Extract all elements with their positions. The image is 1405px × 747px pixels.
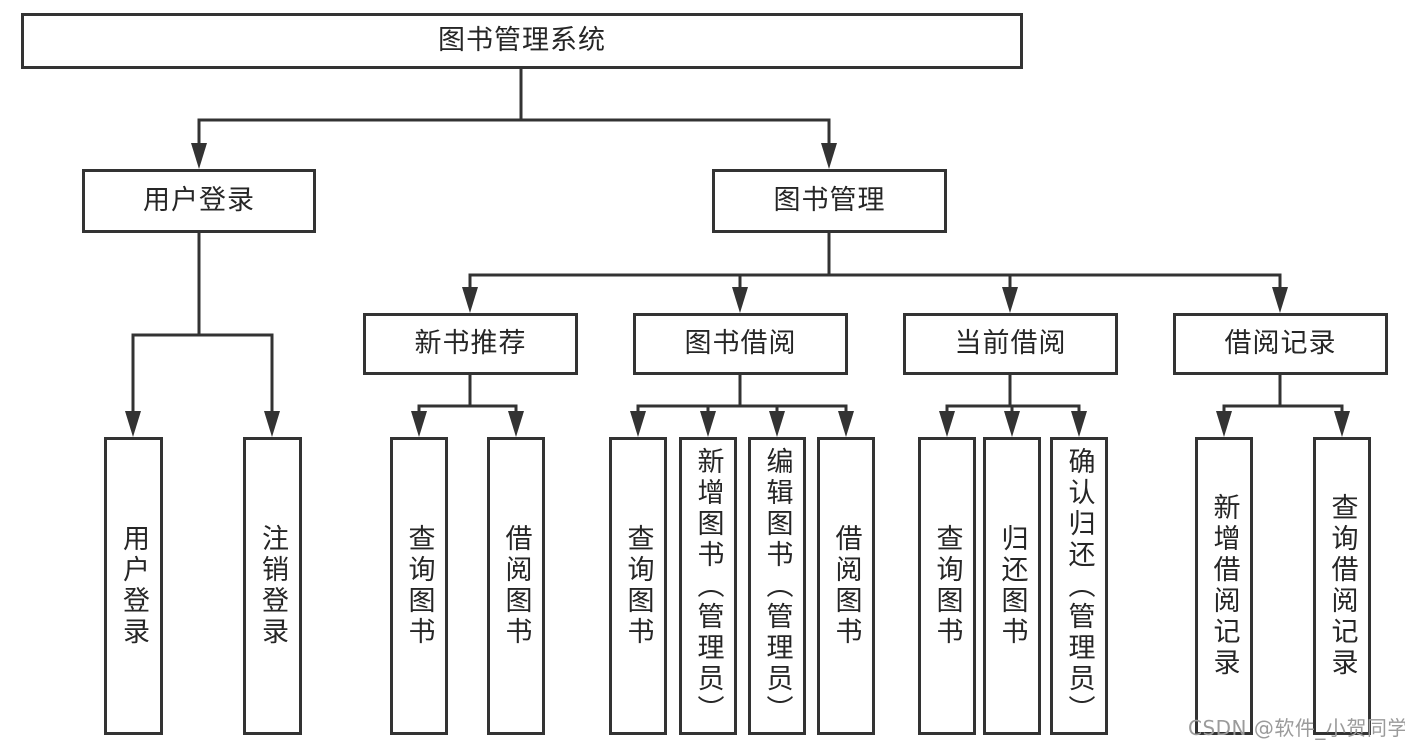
leaf-borrow-book-1: 借阅图书 <box>487 437 545 735</box>
arrowhead-icon <box>125 411 141 437</box>
connector-user-login-children <box>131 231 274 421</box>
arrowhead-icon <box>1071 411 1087 437</box>
leaf-query-book-1: 查询图书 <box>390 437 448 735</box>
connector-book-mgmt-to-level3 <box>468 231 1282 297</box>
leaf-user-login: 用户登录 <box>104 437 163 735</box>
arrowhead-icon <box>700 411 716 437</box>
arrowhead-icon <box>462 287 478 313</box>
leaf-edit-book-admin: 编辑图书（管理员） <box>748 437 806 735</box>
arrowhead-icon <box>1002 287 1018 313</box>
node-borrow-records: 借阅记录 <box>1173 313 1388 375</box>
leaf-return-book: 归还图书 <box>983 437 1041 735</box>
leaf-borrow-book-2: 借阅图书 <box>817 437 875 735</box>
connector-level4-drops <box>417 404 1344 421</box>
leaf-query-book-2: 查询图书 <box>609 437 667 735</box>
node-book-borrow: 图书借阅 <box>633 313 848 375</box>
arrowhead-icon <box>732 287 748 313</box>
node-new-book-recommend: 新书推荐 <box>363 313 578 375</box>
leaf-query-borrow-record: 查询借阅记录 <box>1313 437 1371 735</box>
node-book-management: 图书管理 <box>712 169 947 233</box>
arrowhead-icon <box>1334 411 1350 437</box>
leaf-query-book-3: 查询图书 <box>918 437 976 735</box>
leaf-add-book-admin: 新增图书（管理员） <box>679 437 737 735</box>
leaf-add-borrow-record: 新增借阅记录 <box>1195 437 1253 735</box>
node-current-borrow: 当前借阅 <box>903 313 1118 375</box>
arrowhead-icon <box>1272 287 1288 313</box>
connector-root-to-level2 <box>197 67 831 151</box>
watermark: CSDN @软件_小贺同学 <box>1188 716 1405 740</box>
arrowhead-icon <box>630 411 646 437</box>
leaf-logout: 注销登录 <box>243 437 302 735</box>
arrowhead-icon <box>1216 411 1232 437</box>
node-user-login: 用户登录 <box>82 169 316 233</box>
node-root-system: 图书管理系统 <box>21 13 1023 69</box>
arrowhead-icon <box>939 411 955 437</box>
arrowhead-icon <box>821 143 837 169</box>
leaf-confirm-return-admin: 确认归还（管理员） <box>1050 437 1108 735</box>
arrowhead-icon <box>838 411 854 437</box>
arrowhead-icon <box>1004 411 1020 437</box>
arrowhead-icon <box>191 143 207 169</box>
arrowhead-icon <box>411 411 427 437</box>
arrowhead-icon <box>264 411 280 437</box>
connector-arrowheads <box>125 143 1350 437</box>
connector-level3-stubs <box>468 373 1282 408</box>
arrowhead-icon <box>769 411 785 437</box>
arrowhead-icon <box>508 411 524 437</box>
